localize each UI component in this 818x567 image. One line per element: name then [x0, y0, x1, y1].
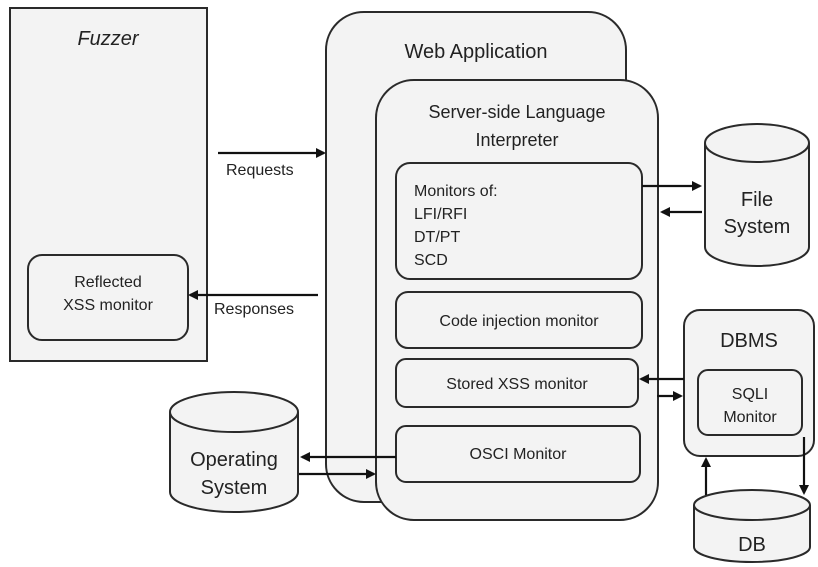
- reflected-xss-line-2: XSS monitor: [63, 297, 153, 314]
- monitors-of-box: Monitors of: LFI/RFI DT/PT SCD: [395, 162, 643, 280]
- file-system-label-line-1: File: [741, 189, 773, 211]
- requests-label: Requests: [226, 162, 294, 179]
- reflected-xss-monitor-box: Reflected XSS monitor: [27, 254, 189, 341]
- db-cylinder: DB: [693, 489, 811, 563]
- file-system-cylinder: File System: [704, 123, 810, 267]
- db-label: DB: [738, 534, 766, 556]
- interpreter-title-line-2: Interpreter: [475, 130, 558, 150]
- file-system-label-line-2: System: [724, 216, 791, 238]
- operating-system-label-line-2: System: [201, 477, 268, 499]
- stored-xss-monitor-label: Stored XSS monitor: [446, 376, 588, 393]
- stored-xss-monitor-box: Stored XSS monitor: [395, 358, 639, 408]
- responses-label: Responses: [214, 301, 294, 318]
- sqli-monitor-box: SQLI Monitor: [697, 369, 803, 436]
- code-injection-monitor-label: Code injection monitor: [439, 313, 599, 330]
- sqli-monitor-line-1: SQLI: [732, 386, 768, 403]
- interpreter-title-line-1: Server-side Language: [428, 102, 605, 122]
- sqli-monitor-line-2: Monitor: [723, 409, 777, 426]
- operating-system-label-line-1: Operating: [190, 449, 278, 471]
- reflected-xss-line-1: Reflected: [74, 274, 142, 291]
- osci-monitor-box: OSCI Monitor: [395, 425, 641, 483]
- monitors-of-heading: Monitors of:: [414, 183, 498, 200]
- web-application-title: Web Application: [404, 41, 547, 63]
- fuzzer-title: Fuzzer: [77, 28, 139, 50]
- monitor-lfi-rfi: LFI/RFI: [414, 206, 467, 223]
- dbms-title: DBMS: [720, 330, 778, 352]
- monitor-scd: SCD: [414, 252, 448, 269]
- code-injection-monitor-box: Code injection monitor: [395, 291, 643, 349]
- monitor-dt-pt: DT/PT: [414, 229, 460, 246]
- operating-system-cylinder: Operating System: [169, 391, 299, 513]
- osci-monitor-label: OSCI Monitor: [470, 446, 568, 463]
